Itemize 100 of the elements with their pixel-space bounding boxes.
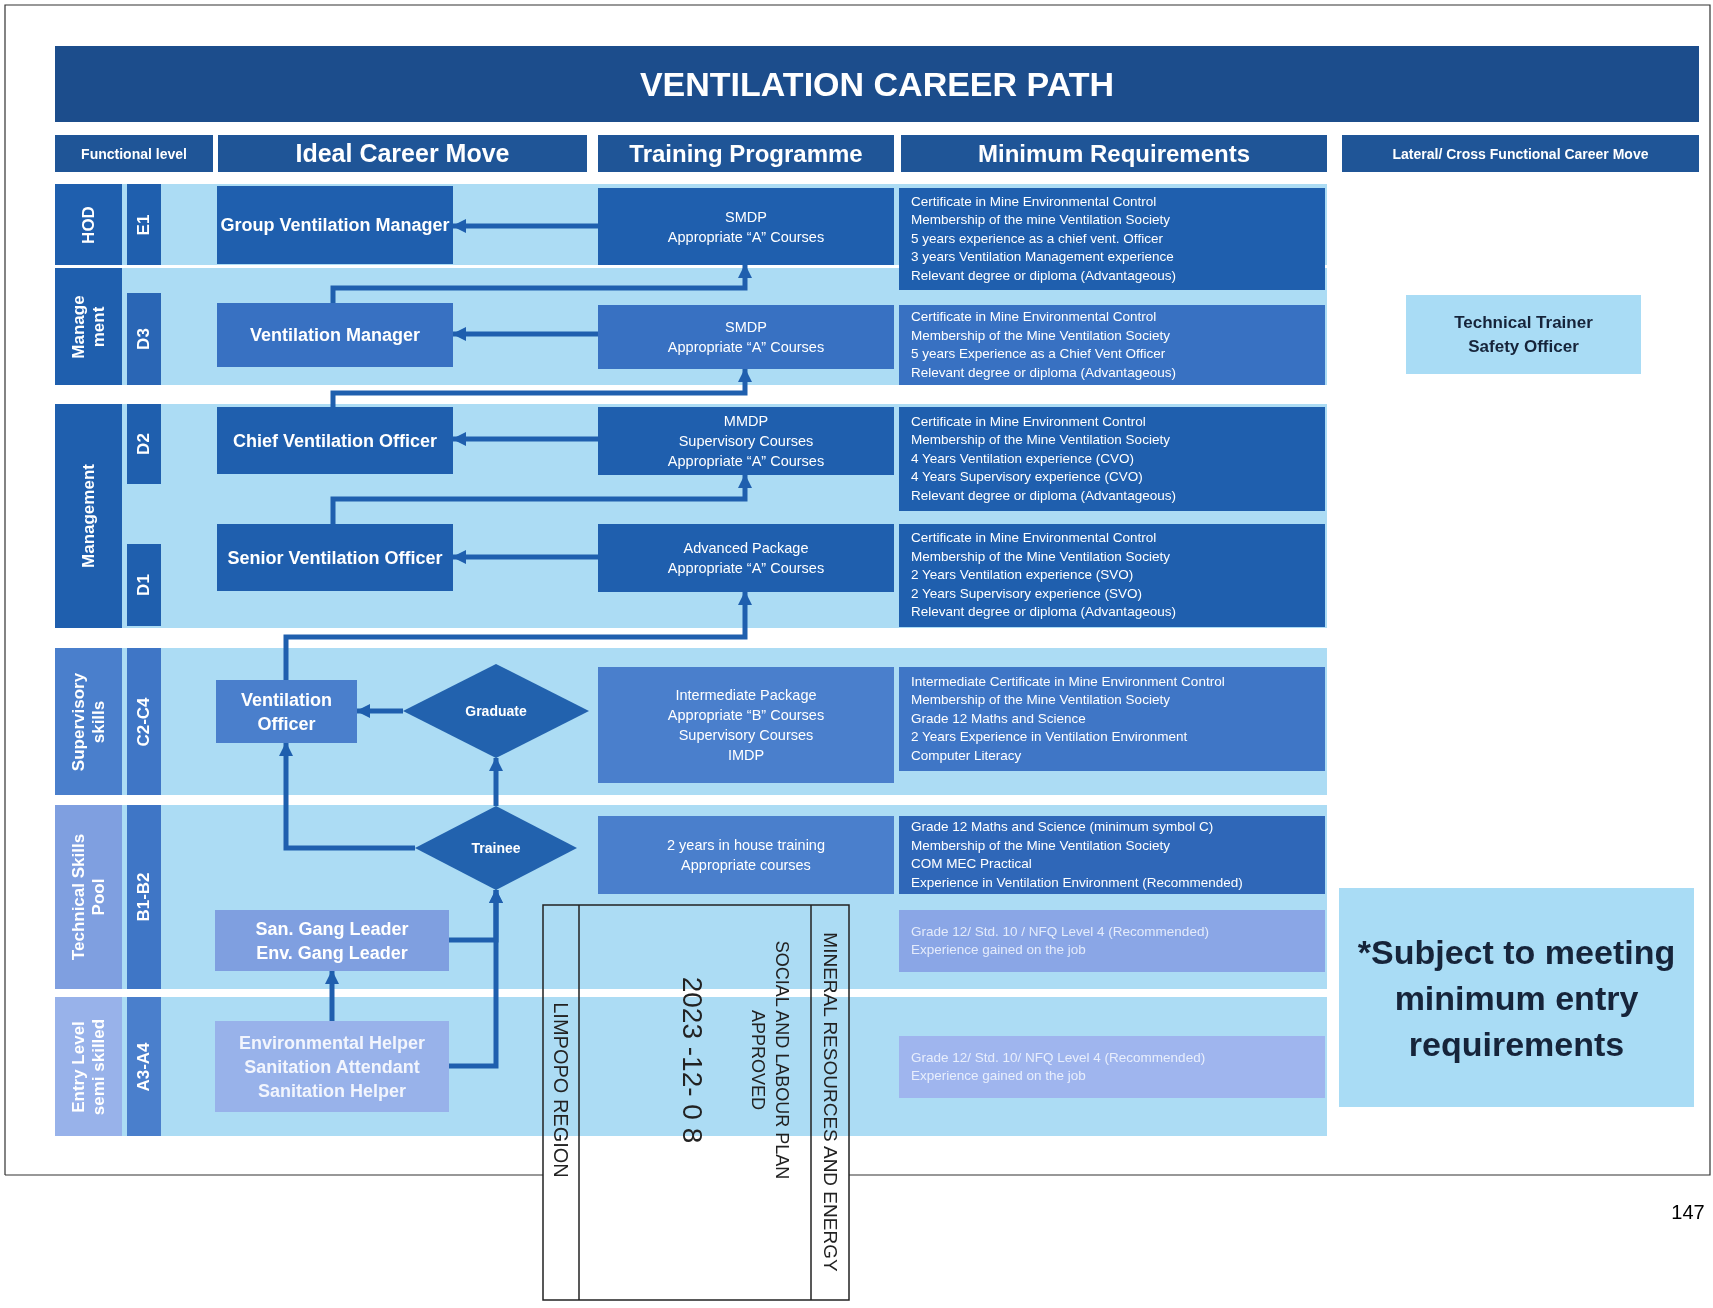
arrow [279,742,415,851]
grade-label: C2-C4 [134,695,154,749]
level-label: HOD [78,204,99,246]
grade-label: D1 [134,573,154,598]
job-title: Technical Trainer [1454,311,1593,334]
requirement-item: Membership of the Mine Ventilation Society [911,431,1170,450]
requirement-item: Experience in Ventilation Environment (Recommended) [911,873,1243,892]
career-box [217,407,453,474]
requirement-item: Membership of the Mine Ventilation Society [911,547,1170,566]
training-box [598,524,894,592]
column-header-bar [55,135,213,172]
arrow [449,889,503,1069]
training-item: MMDP [723,412,769,431]
requirement-item: Certificate in Mine Environment Control [911,412,1146,431]
job-title: Sanitation Helper [258,1079,406,1103]
requirements-box [899,305,1325,385]
requirements-box [899,910,1325,972]
job-title: Safety Officer [1468,335,1579,358]
requirement-item: Computer Literacy [911,746,1022,765]
training-item: Appropriate “B” Courses [667,706,825,725]
lateral-move-box [1406,295,1641,374]
column-header-bar [901,135,1327,172]
job-title: Group Ventilation Manager [220,214,450,237]
grade-label: A3-A4 [134,1040,154,1094]
training-item: Appropriate “A” Courses [667,452,825,471]
job-title: Senior Ventilation Officer [227,546,443,570]
column-heading: Ideal Career Move [295,139,510,168]
job-title: Env. Gang Leader [256,941,408,965]
job-title: Environmental Helper [238,1031,425,1055]
training-box [598,816,894,894]
column-header-bar [1342,135,1699,172]
requirement-item: 3 years Ventilation Management experience [911,248,1174,267]
stamp-text: LIMPOPO REGION [549,1001,573,1180]
arrow [452,219,598,233]
grade-label: B1-B2 [134,871,154,924]
requirement-item: Experience gained on the job [911,941,1086,959]
requirement-item: Certificate in Mine Environmental Control [911,192,1157,211]
level-label: Technical Skills Pool [68,832,109,963]
level-bar [55,268,122,385]
requirement-item: 5 years experience as a chief vent. Officer [911,229,1163,248]
requirements-box [899,1036,1325,1098]
requirement-item: 4 Years Supervisory experience (CVO) [911,468,1143,487]
requirements-box [899,667,1325,771]
requirement-item: Grade 12/ Std. 10/ NFQ Level 4 (Recommended) [911,1048,1206,1067]
career-box [217,186,453,264]
arrow [330,368,752,407]
requirements-box [899,816,1325,894]
stamp-text: 2023 -12- 0 8 [677,975,707,1146]
level-bar [55,404,122,628]
career-box [217,524,453,591]
grade-label: D3 [134,327,154,352]
training-box [598,305,894,369]
requirement-item: 5 years Experience as a Chief Vent Officer [911,345,1166,363]
training-item: Advanced Package [683,539,809,558]
requirement-item: 2 Years Supervisory experience (SVO) [911,584,1143,603]
arrow [330,474,752,524]
title-text: VENTILATION CAREER PATH [639,64,1115,104]
grade-bar [127,544,161,626]
requirement-item: Relevant degree or diploma (Advantageous) [911,603,1176,622]
requirement-item: 4 Years Ventilation experience (CVO) [911,449,1134,468]
training-item: Appropriate “A” Courses [667,559,825,578]
grade-bar [127,184,161,265]
career-box [215,1021,449,1112]
stamp-text: SOCIAL AND LABOUR PLAN APPROVED [747,939,793,1182]
arrow [283,591,752,680]
requirement-item: Certificate in Mine Environmental Control [911,308,1157,326]
column-header-bar [598,135,894,172]
training-item: Appropriate “A” Courses [667,338,825,357]
requirement-item: Membership of the mine Ventilation Society [911,211,1170,230]
training-item: IMDP [727,746,765,765]
column-heading: Minimum Requirements [977,139,1250,168]
job-title: Ventilation Manager [249,324,420,347]
grade-label: E1 [134,213,154,237]
training-item: Supervisory Courses [678,726,814,745]
career-box [215,910,449,971]
level-bar [55,184,122,265]
training-item: Appropriate “A” Courses [667,227,825,247]
column-header-bar [218,135,587,172]
job-title: Ventilation Officer [240,688,333,736]
arrow [452,550,598,564]
grade-bar [127,404,161,484]
requirement-item: Relevant degree or diploma (Advantageous) [911,486,1176,505]
grade-bar [127,805,161,989]
training-item: SMDP [725,207,767,227]
requirement-item: Certificate in Mine Environmental Control [911,529,1157,548]
requirement-item: Relevant degree or diploma (Advantageous) [911,266,1176,285]
training-box [598,667,894,783]
level-bar [55,648,122,795]
note-box [1339,888,1694,1107]
level-label: Entry Level semi skilled [68,1017,109,1117]
grade-label: D2 [134,432,154,457]
level-label: Management [78,463,99,570]
job-title: Sanitation Attendant [244,1055,420,1079]
arrow [489,757,503,806]
level-bar [55,997,122,1136]
requirement-item: 2 Years Ventilation experience (SVO) [911,566,1134,585]
requirement-item: Relevant degree or diploma (Advantageous) [911,363,1176,382]
arrow [330,264,752,303]
requirement-item: Membership of the Mine Ventilation Society [911,326,1170,345]
stamp-text: MINERAL RESOURCES AND ENERGY [819,931,841,1274]
